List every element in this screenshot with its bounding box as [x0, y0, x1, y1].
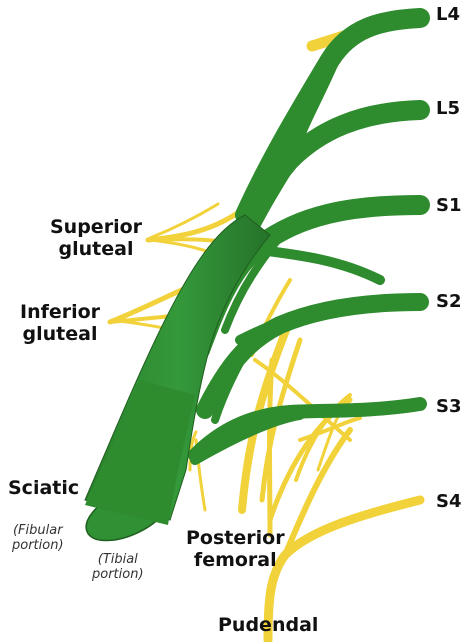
tibial-portion-label: (Tibial portion): [92, 552, 144, 582]
root-label-s2: S2: [436, 291, 462, 313]
tibial-portion-line-2: portion): [92, 567, 144, 582]
fibular-portion-line-2: portion): [12, 538, 64, 553]
superior-gluteal-line-2: gluteal: [50, 238, 142, 260]
fibular-portion-label: (Fibular portion): [12, 523, 64, 553]
root-label-s3: S3: [436, 396, 462, 418]
posterior-femoral-line-1: Posterior: [186, 527, 285, 549]
inferior-gluteal-line-1: Inferior: [20, 301, 100, 323]
superior-gluteal-line-1: Superior: [50, 216, 142, 238]
root-label-l4: L4: [436, 4, 460, 26]
sciatic-body: [85, 380, 195, 525]
tibial-portion-line-1: (Tibial: [92, 552, 144, 567]
superior-gluteal-label: Superior gluteal: [50, 216, 142, 260]
root-label-s4: S4: [436, 491, 462, 513]
inferior-gluteal-label: Inferior gluteal: [20, 301, 100, 345]
fibular-portion-line-1: (Fibular: [12, 523, 64, 538]
pudendal-label: Pudendal: [218, 614, 318, 636]
sciatic-label: Sciatic: [8, 477, 79, 499]
root-label-s1: S1: [436, 195, 462, 217]
s1-branch-2: [260, 250, 380, 280]
root-label-l5: L5: [436, 98, 460, 120]
inferior-gluteal-line-2: gluteal: [20, 323, 100, 345]
s2-root: [205, 302, 420, 410]
posterior-femoral-strand-7: [270, 360, 273, 535]
posterior-femoral-label: Posterior femoral: [186, 527, 285, 571]
posterior-femoral-line-2: femoral: [186, 549, 285, 571]
